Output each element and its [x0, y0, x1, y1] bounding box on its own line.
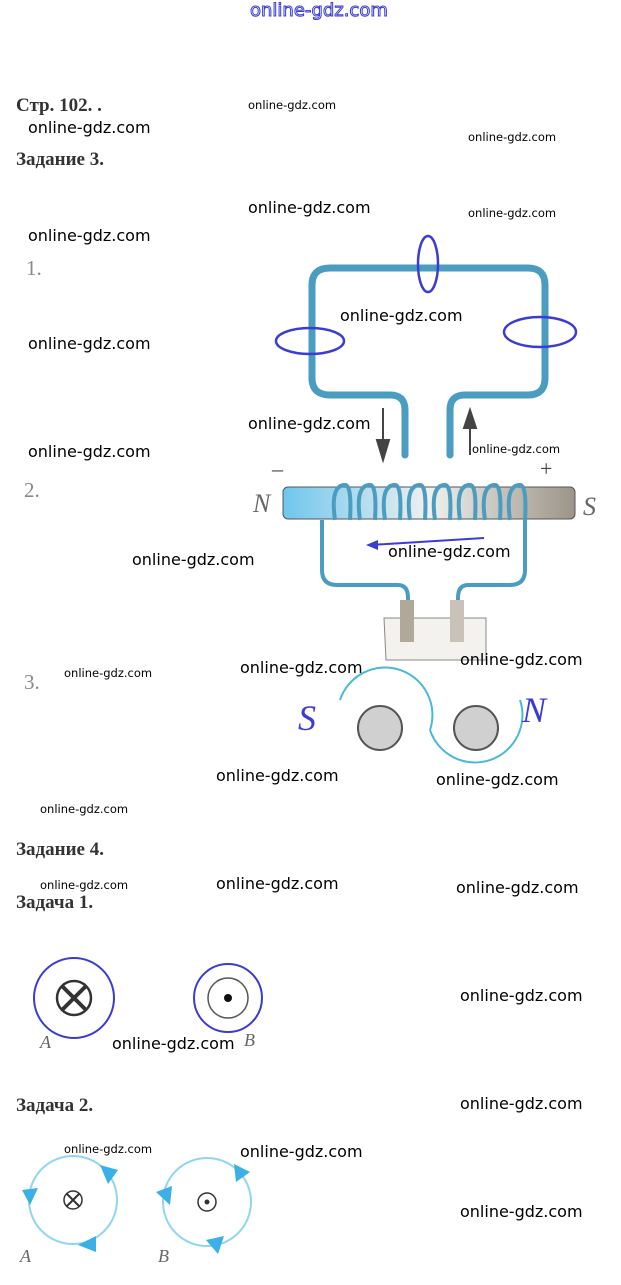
item-1-label: 1.: [26, 256, 42, 280]
problem1-diagrams: [33, 957, 263, 1039]
south-pole-label: S: [583, 492, 596, 521]
item-2-label: 2.: [24, 478, 40, 502]
plus-label: +: [540, 456, 552, 481]
watermark: online-gdz.com: [240, 658, 363, 677]
watermark: online-gdz.com: [388, 542, 511, 561]
watermark: online-gdz.com: [340, 306, 463, 325]
watermark: online-gdz.com: [460, 1094, 583, 1113]
watermark: online-gdz.com: [456, 878, 579, 897]
label-a2: A: [19, 1246, 32, 1266]
label-b1: B: [244, 1030, 255, 1050]
label-b2: B: [158, 1246, 169, 1266]
battery: [383, 600, 487, 661]
two-conductors-diagram: [339, 666, 524, 764]
problem1-heading: Задача 1.: [16, 892, 94, 913]
watermark: online-gdz.com: [64, 1142, 153, 1156]
watermark: online-gdz.com: [40, 878, 129, 892]
coil: [320, 482, 528, 615]
problem2-diagrams: [22, 1155, 252, 1254]
wire-loop-diagram: [308, 264, 549, 459]
north-pole-label: N: [252, 489, 272, 518]
current-arrows: [375, 406, 478, 464]
watermark: online-gdz.com: [28, 226, 151, 245]
task3-heading: Задание 3.: [16, 149, 104, 170]
watermark: online-gdz.com: [468, 130, 557, 144]
watermark: online-gdz.com: [64, 666, 153, 680]
task4-heading: Задание 4.: [16, 839, 104, 860]
n-handwritten-label: N: [521, 690, 548, 730]
watermark: online-gdz.com: [216, 766, 339, 785]
label-a1: A: [39, 1032, 52, 1052]
site-logo[interactable]: online-gdz.com: [250, 0, 389, 22]
current-direction-arrow: [369, 537, 485, 546]
watermark: online-gdz.com: [132, 550, 255, 569]
page-heading: Стр. 102. .: [16, 95, 102, 116]
watermark: online-gdz.com: [28, 442, 151, 461]
s-handwritten-label: S: [298, 698, 316, 738]
watermark: online-gdz.com: [472, 442, 561, 456]
watermark: online-gdz.com: [468, 206, 557, 220]
iron-core: [282, 486, 576, 520]
watermark: online-gdz.com: [436, 770, 559, 789]
watermark: online-gdz.com: [248, 198, 371, 217]
field-line-marks: [274, 234, 578, 356]
watermark: online-gdz.com: [28, 334, 151, 353]
watermark: online-gdz.com: [460, 650, 583, 669]
minus-label: –: [271, 456, 284, 481]
watermark: online-gdz.com: [28, 118, 151, 137]
watermark: online-gdz.com: [248, 98, 337, 112]
watermark: online-gdz.com: [216, 874, 339, 893]
problem2-heading: Задача 2.: [16, 1095, 94, 1116]
watermark: online-gdz.com: [240, 1142, 363, 1161]
watermark: online-gdz.com: [460, 986, 583, 1005]
watermark: online-gdz.com: [460, 1202, 583, 1221]
watermark: online-gdz.com: [112, 1034, 235, 1053]
watermark: online-gdz.com: [248, 414, 371, 433]
item-3-label: 3.: [24, 670, 40, 694]
watermark: online-gdz.com: [40, 802, 129, 816]
